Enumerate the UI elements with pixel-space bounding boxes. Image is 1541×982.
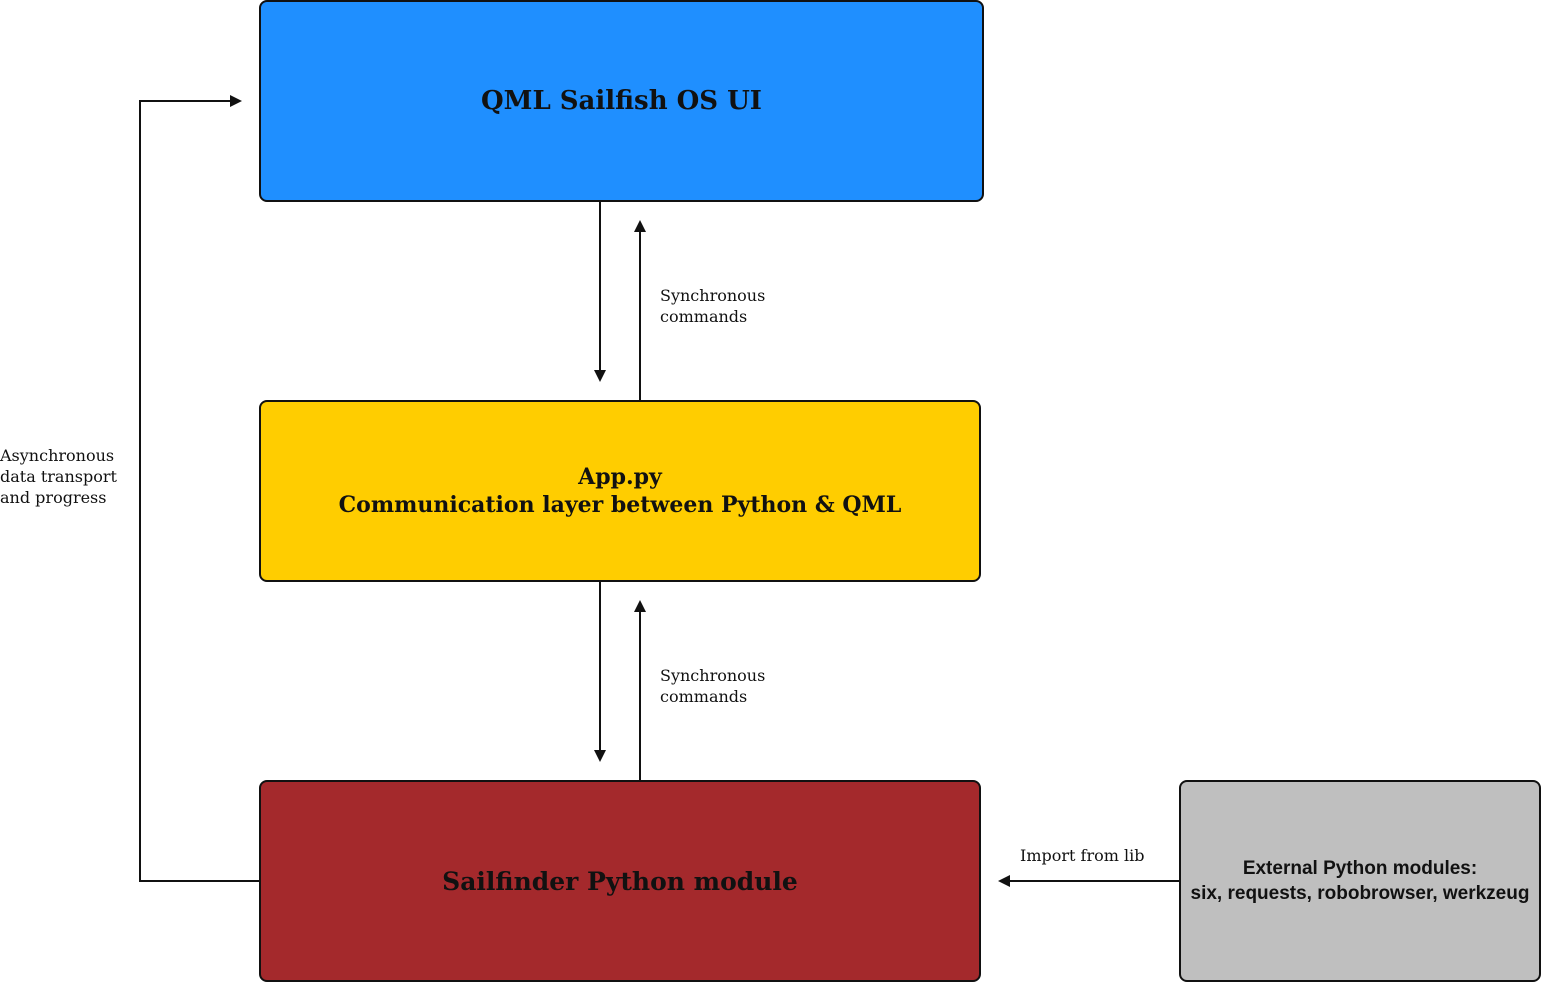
qml-ui-box: QML Sailfish OS UI [259,0,984,202]
import-from-lib-label: Import from lib [1020,846,1145,865]
async-transport-label: Asynchronous data transport and progress [0,445,117,508]
arrow-async-sailfinder-to-qml [139,95,259,882]
sailfinder-module-title: Sailfinder Python module [442,866,798,896]
app-py-box: App.py Communication layer between Pytho… [259,400,981,582]
app-py-title: App.py [578,464,662,490]
async-transport-label-line2: data transport [0,467,117,486]
async-transport-label-line3: and progress [0,488,107,507]
sync-commands-label-top-line1: Synchronous [660,286,766,305]
sync-commands-label-bottom-line2: commands [660,687,748,706]
sync-commands-label-top-line2: commands [660,307,748,326]
external-modules-list: six, requests, robobrowser, werkzeug [1190,883,1530,904]
sync-commands-label-top: Synchronous commands [660,285,765,327]
external-modules-box: External Python modules: six, requests, … [1179,780,1541,982]
external-modules-title: External Python modules: [1242,858,1478,879]
sync-commands-label-bottom: Synchronous commands [660,665,765,707]
app-py-subtitle: Communication layer between Python & QML [338,492,902,518]
qml-ui-title: QML Sailfish OS UI [481,86,762,116]
async-transport-label-line1: Asynchronous [0,446,115,465]
sailfinder-module-box: Sailfinder Python module [259,780,981,982]
sync-commands-label-bottom-line1: Synchronous [660,666,766,685]
